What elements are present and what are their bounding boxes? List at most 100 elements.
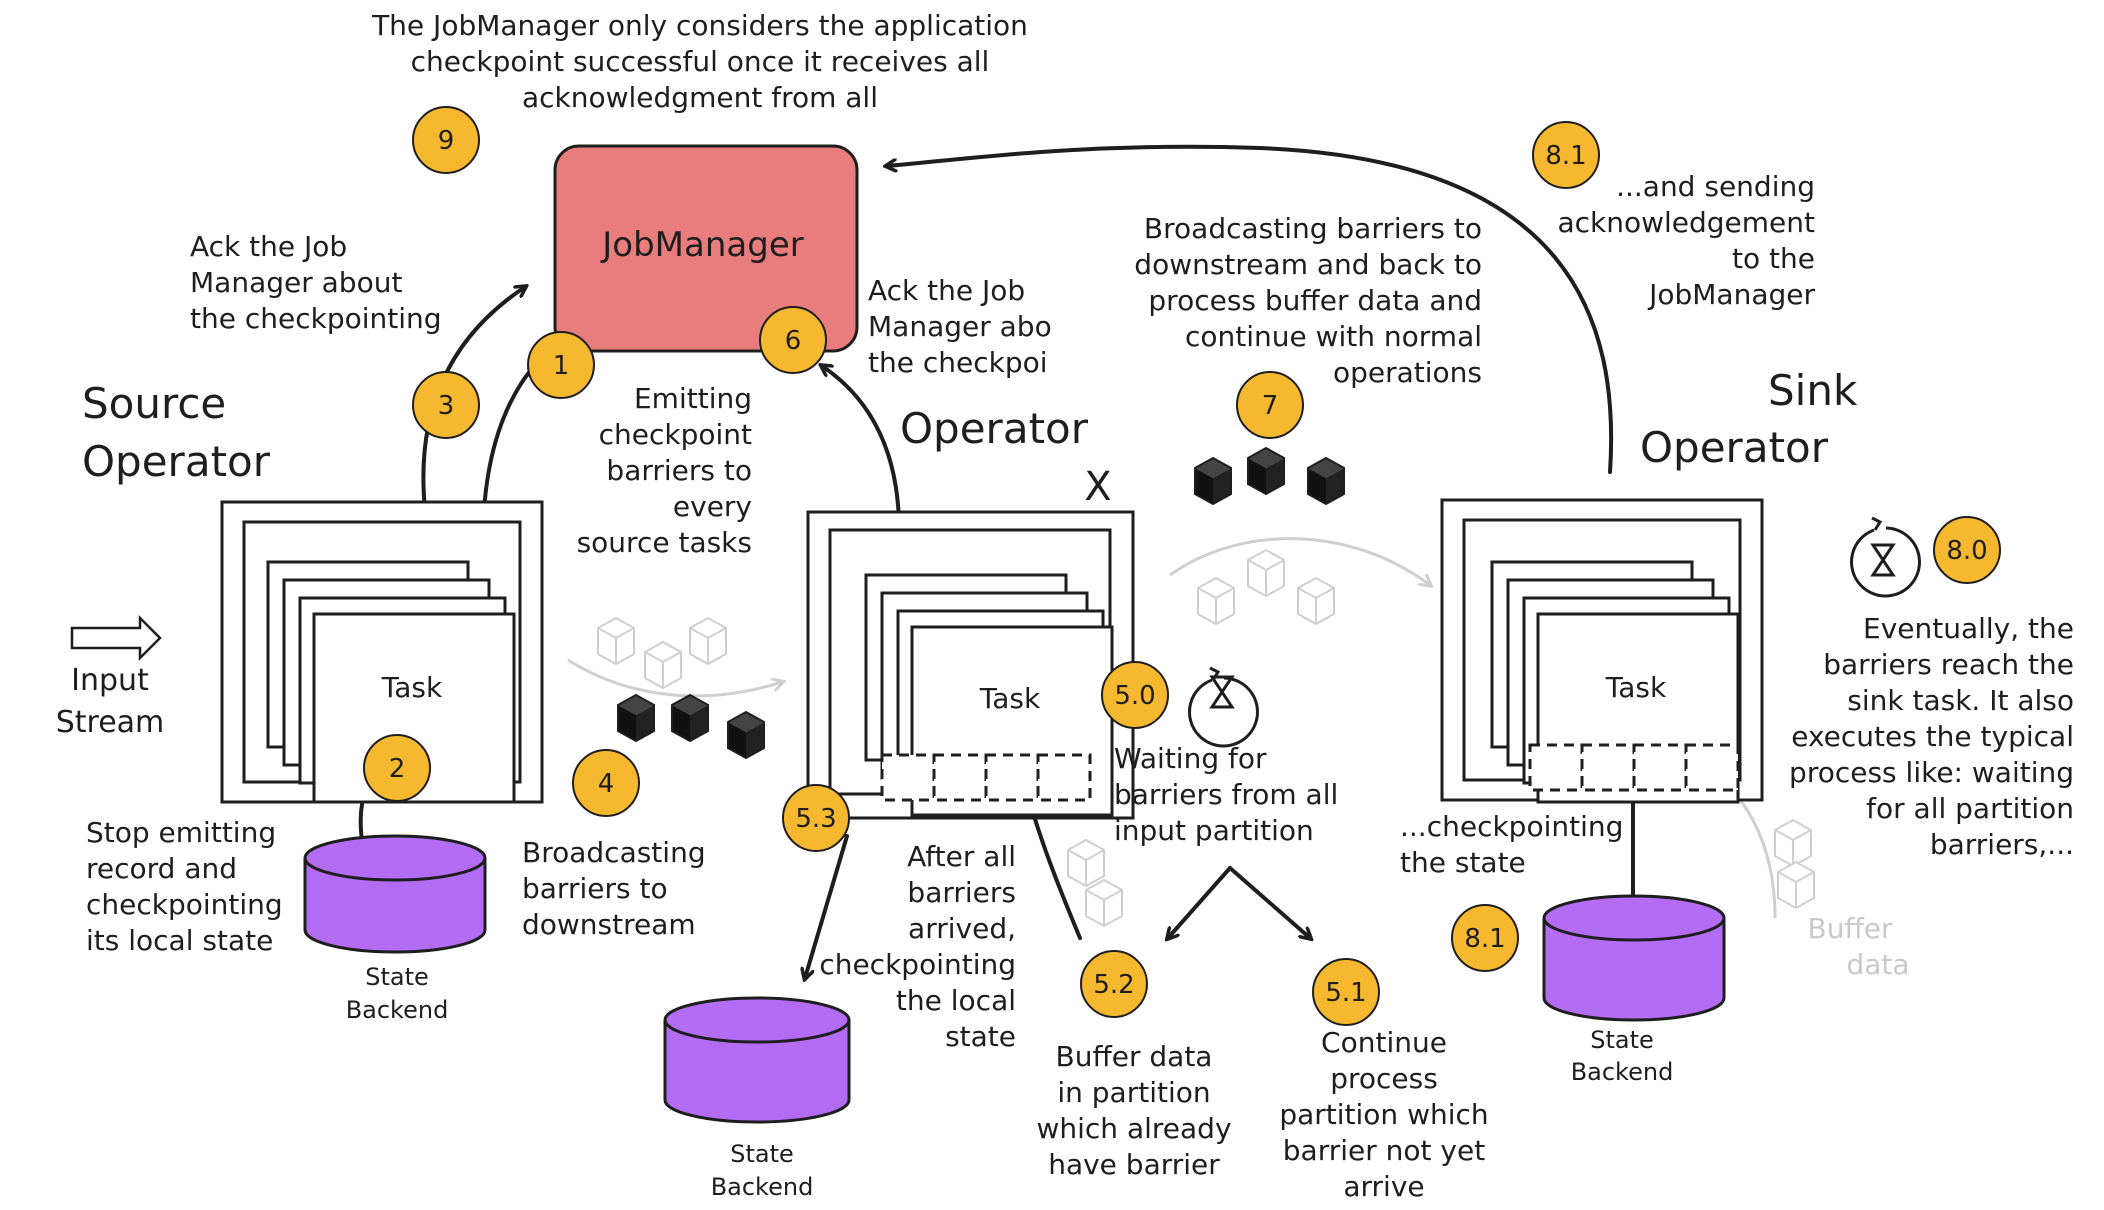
jobmanager-label: JobManager bbox=[600, 225, 803, 265]
note-line: barriers reach the bbox=[1823, 648, 2074, 681]
step-badge: 5.3 bbox=[782, 784, 850, 852]
note-line: Manager abo bbox=[868, 310, 1052, 343]
note-line: state bbox=[945, 1020, 1016, 1053]
note-line: checkpointing bbox=[819, 948, 1016, 981]
note-line: in partition bbox=[1057, 1076, 1210, 1109]
source-state-label: Backend bbox=[346, 996, 449, 1024]
note-line: acknowledgement bbox=[1557, 206, 1815, 239]
buffer-partition bbox=[932, 753, 988, 802]
source-title: Source bbox=[82, 379, 226, 428]
sink-title: Operator bbox=[1640, 423, 1829, 472]
badge-label: 1 bbox=[553, 351, 570, 381]
arrow-waiting-to-continue bbox=[1228, 866, 1310, 938]
step-badge: 8.1 bbox=[1532, 121, 1600, 189]
step-badge: 7 bbox=[1236, 371, 1304, 439]
arrow-ack-sink-to-jobmanager bbox=[887, 144, 1614, 474]
note-line: Ack the Job bbox=[190, 230, 347, 263]
sink-state-label: Backend bbox=[1571, 1058, 1674, 1086]
faint-arrow-source-to-operator bbox=[567, 658, 782, 698]
note-line: executes the typical bbox=[1791, 720, 2074, 753]
operator-task-label: Task bbox=[979, 682, 1041, 715]
buffer-partition bbox=[1580, 743, 1636, 792]
note-eventually: Eventually, the barriers reach the sink … bbox=[1789, 612, 2074, 861]
operator-title: Operator bbox=[900, 404, 1089, 453]
note-emit-barriers: Emitting checkpoint barriers to every so… bbox=[577, 382, 752, 559]
note-line: operations bbox=[1333, 356, 1482, 389]
badge-label: 2 bbox=[389, 754, 406, 784]
arrow-waiting-to-buffer bbox=[1168, 866, 1232, 938]
note-broadcast-4: Broadcasting barriers to downstream bbox=[522, 836, 706, 941]
badge-label: 8.0 bbox=[1946, 536, 1987, 566]
badge-label: 7 bbox=[1262, 391, 1279, 421]
badge-label: 5.3 bbox=[795, 804, 836, 834]
buffer-partition bbox=[880, 753, 936, 802]
note-line: ...and sending bbox=[1616, 170, 1815, 203]
barrier-cubes-operator bbox=[1194, 447, 1345, 625]
note-buffer-data: Buffer data in partition which already h… bbox=[1036, 1040, 1231, 1181]
badge-label: 8.1 bbox=[1464, 924, 1505, 954]
top-note-line: checkpoint successful once it receives a… bbox=[411, 45, 990, 78]
source-title: Operator bbox=[82, 437, 271, 486]
note-line: input partition bbox=[1114, 814, 1314, 847]
note-waiting-barriers: Waiting for barriers from all input part… bbox=[1114, 742, 1338, 847]
note-line: arrive bbox=[1343, 1170, 1424, 1203]
top-note-line: acknowledgment from all bbox=[522, 81, 878, 114]
badge-label: 5.2 bbox=[1093, 970, 1134, 1000]
buffer-partition bbox=[1684, 743, 1740, 792]
note-line: source tasks bbox=[577, 526, 752, 559]
note-line: to the bbox=[1732, 242, 1815, 275]
note-line: barriers to bbox=[522, 872, 668, 905]
note-line: Stop emitting bbox=[86, 816, 276, 849]
note-line: After all bbox=[907, 840, 1016, 873]
badge-label: 5.1 bbox=[1325, 978, 1366, 1008]
note-line: Manager about bbox=[190, 266, 402, 299]
note-line: process bbox=[1330, 1062, 1438, 1095]
source-operator: Source Operator Task bbox=[82, 379, 544, 804]
note-line: every bbox=[673, 490, 752, 523]
operator-x-mark: X bbox=[1084, 464, 1111, 510]
note-line: ...checkpointing bbox=[1400, 810, 1623, 843]
operator-x: Operator X Task bbox=[806, 404, 1135, 820]
badge-label: 4 bbox=[598, 769, 615, 799]
note-line: the state bbox=[1400, 846, 1526, 879]
note-line: Emitting bbox=[634, 382, 752, 415]
note-line: Eventually, the bbox=[1863, 612, 2074, 645]
input-stream-label: Input bbox=[71, 663, 149, 698]
note-line: sink task. It also bbox=[1847, 684, 2074, 717]
sink-title: Sink bbox=[1768, 366, 1858, 415]
buffer-partition bbox=[1528, 743, 1584, 792]
note-line: barriers,... bbox=[1930, 828, 2074, 861]
input-arrow-icon bbox=[70, 614, 162, 662]
sink-task-label: Task bbox=[1605, 671, 1667, 704]
note-line: Broadcasting barriers to bbox=[1144, 212, 1482, 245]
hourglass-icon bbox=[1850, 516, 1921, 598]
arrow-operator-to-state bbox=[805, 834, 849, 978]
note-line: record and bbox=[86, 852, 237, 885]
buffer-data-label: Buffer bbox=[1808, 912, 1893, 945]
note-line: barriers bbox=[907, 876, 1016, 909]
step-badge: 8.0 bbox=[1933, 516, 2001, 584]
note-checkpointing-state: ...checkpointing the state bbox=[1400, 810, 1623, 879]
sink-state-label: State bbox=[1590, 1026, 1654, 1054]
note-line: arrived, bbox=[908, 912, 1016, 945]
note-line: Waiting for bbox=[1114, 742, 1267, 775]
buffer-partition bbox=[984, 753, 1040, 802]
faint-arrow-operator-to-sink bbox=[1169, 537, 1430, 585]
note-line: the local bbox=[896, 984, 1016, 1017]
step-badge: 1 bbox=[527, 331, 595, 399]
note-line: which already bbox=[1036, 1112, 1231, 1145]
badge-label: 5.0 bbox=[1114, 681, 1155, 711]
buffer-data-label: data bbox=[1846, 948, 1909, 981]
top-note-line: The JobManager only considers the applic… bbox=[371, 9, 1028, 42]
input-stream-label: Stream bbox=[56, 705, 165, 740]
note-ack-operator: Ack the Job Manager abo the checkpoi bbox=[868, 274, 1052, 379]
note-line: the checkpoi bbox=[868, 346, 1048, 379]
note-line: continue with normal bbox=[1185, 320, 1482, 353]
note-line: downstream bbox=[522, 908, 696, 941]
note-broadcast-7: Broadcasting barriers to downstream and … bbox=[1134, 212, 1482, 389]
note-line: the checkpointing bbox=[190, 302, 442, 335]
step-badge: 9 bbox=[412, 106, 480, 174]
note-line: checkpointing bbox=[86, 888, 283, 921]
note-line: checkpoint bbox=[599, 418, 752, 451]
